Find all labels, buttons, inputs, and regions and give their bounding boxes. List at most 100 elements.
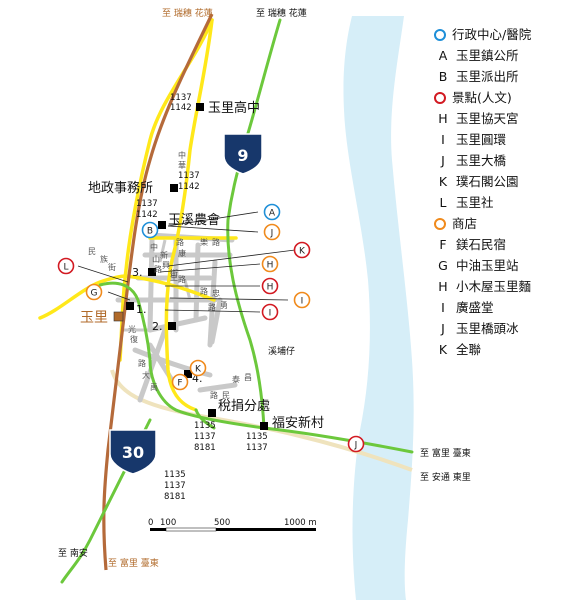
legend-label: 行政中心/醫院 — [452, 27, 532, 42]
street-char: 街 — [108, 262, 116, 272]
legend-item: J 玉里大橋 — [436, 150, 564, 171]
legend-letter: J — [441, 321, 445, 336]
poi-marker-j: J — [263, 223, 281, 241]
label-township: 玉里 — [80, 310, 108, 326]
street-char: 興 — [162, 260, 170, 270]
street-char: 路 — [138, 358, 146, 368]
label-land-office: 地政事務所 — [88, 181, 153, 196]
label-xipu: 溪埔仔 — [268, 345, 295, 357]
legend-label: 鎂石民宿 — [456, 237, 507, 252]
label-farmers-assoc: 玉溪農會 — [168, 213, 220, 228]
label-top-highway: 至 瑞穗 花蓮 — [256, 7, 307, 19]
street-char: 路 — [210, 390, 218, 400]
legend-letter: H — [438, 111, 448, 126]
street-char: 中 — [178, 150, 186, 160]
svg-text:1137: 1137 — [246, 443, 268, 453]
legend-circle-icon — [434, 91, 446, 104]
street-names: 中華路康樂路新興街民族街中山路光復路大禹路忠勇路泰昌路民生路 — [88, 150, 252, 400]
svg-text:I: I — [269, 309, 272, 319]
legend-letter: I — [441, 132, 445, 147]
street-char: 昌 — [244, 373, 252, 382]
poi-marker-k2: K — [189, 359, 207, 377]
legend-circle-icon — [434, 28, 446, 41]
poi-marker-f: F — [171, 373, 189, 391]
svg-text:1142: 1142 — [170, 103, 192, 113]
legend-letter: K — [438, 342, 448, 357]
street-char: 康 — [178, 248, 186, 258]
legend-letter: F — [439, 237, 447, 252]
svg-text:H: H — [267, 283, 274, 293]
svg-text:4.: 4. — [192, 372, 203, 385]
poi-marker-g: G — [85, 283, 103, 301]
poi-marker-a: A — [263, 203, 281, 221]
svg-text:1137: 1137 — [164, 481, 186, 491]
legend-item: G 中油玉里站 — [436, 255, 564, 276]
legend-label: 景點(人文) — [452, 90, 512, 105]
svg-text:K: K — [195, 365, 202, 375]
label-fuan: 福安新村 — [272, 415, 324, 431]
label-top-rail: 至 瑞穗 花蓮 — [162, 7, 213, 19]
legend-label: 玉里協天宮 — [456, 111, 519, 126]
legend-label: 璞石閣公園 — [456, 174, 519, 189]
svg-text:J: J — [354, 441, 358, 451]
street-char: 泰 — [232, 374, 240, 384]
railway — [102, 13, 214, 571]
svg-text:I: I — [301, 297, 304, 307]
legend-label: 小木屋玉里麵 — [456, 279, 532, 294]
svg-text:1142: 1142 — [178, 182, 200, 192]
legend-label: 玉里鎮公所 — [456, 48, 519, 63]
label-bottom-left: 至 南安 — [58, 547, 88, 559]
svg-text:9: 9 — [237, 146, 248, 165]
street-char: 路 — [212, 237, 220, 247]
svg-text:1135: 1135 — [194, 421, 216, 431]
street-char: 華 — [178, 160, 186, 170]
street-char: 禹 — [150, 383, 158, 392]
old-railway-path — [110, 369, 413, 472]
street-char: 路 — [208, 302, 216, 312]
street-char: 大 — [142, 370, 150, 380]
legend-item: 行政中心/醫院 — [434, 24, 564, 45]
street-char: 忠 — [212, 289, 220, 298]
svg-text:G: G — [91, 289, 98, 299]
local-roads — [115, 232, 238, 403]
building-markers — [126, 103, 268, 430]
legend-letter: J — [441, 153, 445, 168]
route-shield-30: 30 — [109, 429, 157, 475]
street-char: 民 — [88, 247, 96, 256]
svg-text:30: 30 — [122, 443, 144, 462]
legend-letter: I — [441, 300, 445, 315]
street-char: 樂 — [200, 237, 208, 247]
svg-text:8181: 8181 — [194, 443, 216, 453]
label-yuli-high: 玉里高中 — [208, 100, 260, 116]
street-char: 族 — [100, 254, 108, 264]
label-right-top: 至 富里 臺東 — [420, 447, 471, 459]
svg-text:F: F — [177, 379, 182, 389]
legend-item: F 鎂石民宿 — [436, 234, 564, 255]
legend-label: 玉里大橋 — [456, 153, 507, 168]
svg-text:0: 0 — [148, 518, 153, 528]
legend-label: 玉里派出所 — [456, 69, 519, 84]
svg-text:1135: 1135 — [246, 432, 268, 442]
svg-text:L: L — [63, 263, 68, 273]
route-shield-9: 9 — [223, 133, 263, 175]
poi-marker-i: I — [293, 291, 311, 309]
svg-text:1142: 1142 — [136, 210, 158, 220]
legend-letter: G — [438, 258, 448, 273]
street-char: 路 — [178, 274, 186, 284]
svg-text:3.: 3. — [132, 266, 143, 279]
street-char: 中 — [150, 242, 158, 252]
svg-text:1137: 1137 — [178, 171, 200, 181]
street-char: 路 — [154, 264, 162, 274]
leader-lines — [77, 211, 296, 313]
legend-label: 玉里圓環 — [456, 132, 507, 147]
svg-text:1137: 1137 — [194, 432, 216, 442]
legend-label: 中油玉里站 — [456, 258, 519, 273]
